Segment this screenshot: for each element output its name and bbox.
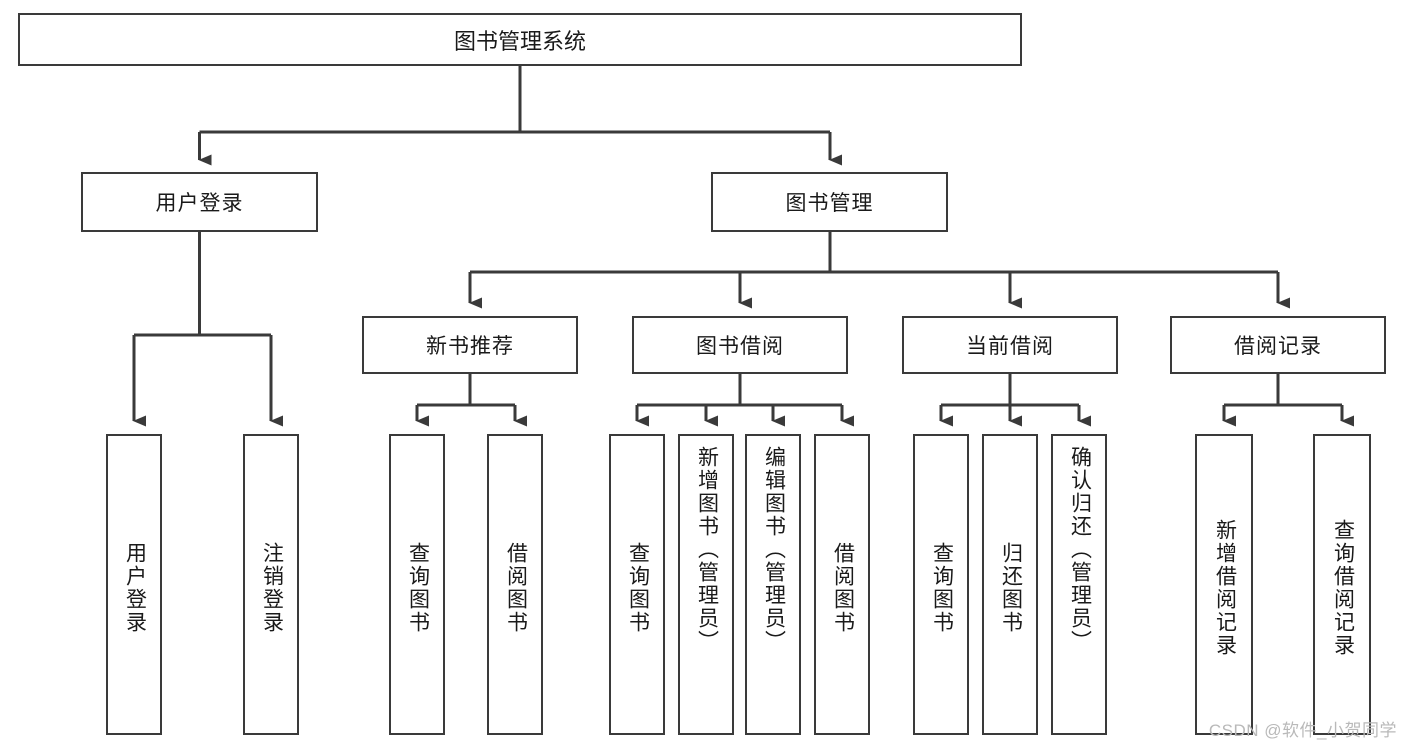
leaf-inner: 借阅图书 — [816, 442, 868, 733]
node-new-book-recommend[interactable]: 新书推荐 — [362, 316, 578, 374]
leaf-inner: 查询借阅记录 — [1315, 442, 1369, 733]
leaf-borrow-edit-book-admin[interactable]: 编辑图书（管理员） — [745, 434, 801, 735]
leaf-inner: 确认归还（管理员） — [1053, 442, 1105, 737]
csdn-watermark: CSDN @软件_小贺同学 — [1208, 721, 1397, 740]
leaf-inner: 查询图书 — [611, 442, 663, 733]
node-user-login-label: 用户登录 — [155, 192, 244, 215]
leaf-new-book-borrow[interactable]: 借阅图书 — [487, 434, 543, 735]
node-borrow-record-label: 借阅记录 — [1234, 335, 1322, 358]
leaf-current-return-book[interactable]: 归还图书 — [982, 434, 1038, 735]
leaf-inner: 注销登录 — [245, 442, 297, 733]
node-root-system[interactable]: 图书管理系统 — [18, 13, 1022, 66]
leaf-inner: 借阅图书 — [489, 442, 541, 733]
leaf-inner: 用户登录 — [108, 442, 160, 733]
leaf-new-book-borrow-label: 借阅图书 — [504, 541, 528, 634]
node-book-management[interactable]: 图书管理 — [711, 172, 948, 232]
node-new-book-recommend-label: 新书推荐 — [426, 335, 514, 358]
leaf-borrow-borrow-book-label: 借阅图书 — [831, 541, 855, 634]
leaf-record-add-record[interactable]: 新增借阅记录 — [1195, 434, 1253, 735]
leaf-new-book-query[interactable]: 查询图书 — [389, 434, 445, 735]
leaf-user-login-logout-label: 注销登录 — [260, 541, 284, 634]
leaf-inner: 新增借阅记录 — [1197, 442, 1251, 733]
leaf-borrow-add-book-admin-label: 新增图书（管理员） — [695, 446, 719, 653]
leaf-current-return-book-label: 归还图书 — [999, 541, 1023, 634]
node-current-borrow[interactable]: 当前借阅 — [902, 316, 1118, 374]
leaf-borrow-query-book-label: 查询图书 — [626, 541, 650, 634]
leaf-inner: 新增图书（管理员） — [680, 442, 732, 737]
node-book-management-label: 图书管理 — [785, 192, 874, 215]
leaf-borrow-query-book[interactable]: 查询图书 — [609, 434, 665, 735]
leaf-new-book-query-label: 查询图书 — [406, 541, 430, 634]
leaf-current-confirm-return-admin-label: 确认归还（管理员） — [1068, 446, 1092, 653]
leaf-borrow-edit-book-admin-label: 编辑图书（管理员） — [762, 446, 786, 653]
leaf-current-confirm-return-admin[interactable]: 确认归还（管理员） — [1051, 434, 1107, 735]
leaf-current-query-book[interactable]: 查询图书 — [913, 434, 969, 735]
leaf-record-add-record-label: 新增借阅记录 — [1213, 518, 1237, 657]
node-user-login[interactable]: 用户登录 — [81, 172, 318, 232]
leaf-borrow-add-book-admin[interactable]: 新增图书（管理员） — [678, 434, 734, 735]
leaf-inner: 查询图书 — [391, 442, 443, 733]
leaf-borrow-borrow-book[interactable]: 借阅图书 — [814, 434, 870, 735]
leaf-inner: 归还图书 — [984, 442, 1036, 733]
node-book-borrow-label: 图书借阅 — [696, 335, 784, 358]
leaf-record-query-record[interactable]: 查询借阅记录 — [1313, 434, 1371, 735]
leaf-user-login-signin[interactable]: 用户登录 — [106, 434, 162, 735]
leaf-inner: 查询图书 — [915, 442, 967, 733]
node-current-borrow-label: 当前借阅 — [966, 335, 1054, 358]
leaf-current-query-book-label: 查询图书 — [930, 541, 954, 634]
leaf-inner: 编辑图书（管理员） — [747, 442, 799, 737]
node-root-label: 图书管理系统 — [453, 28, 586, 54]
node-book-borrow[interactable]: 图书借阅 — [632, 316, 848, 374]
node-borrow-record[interactable]: 借阅记录 — [1170, 316, 1386, 374]
leaf-record-query-record-label: 查询借阅记录 — [1331, 518, 1355, 657]
leaf-user-login-logout[interactable]: 注销登录 — [243, 434, 299, 735]
leaf-user-login-signin-label: 用户登录 — [123, 541, 147, 634]
